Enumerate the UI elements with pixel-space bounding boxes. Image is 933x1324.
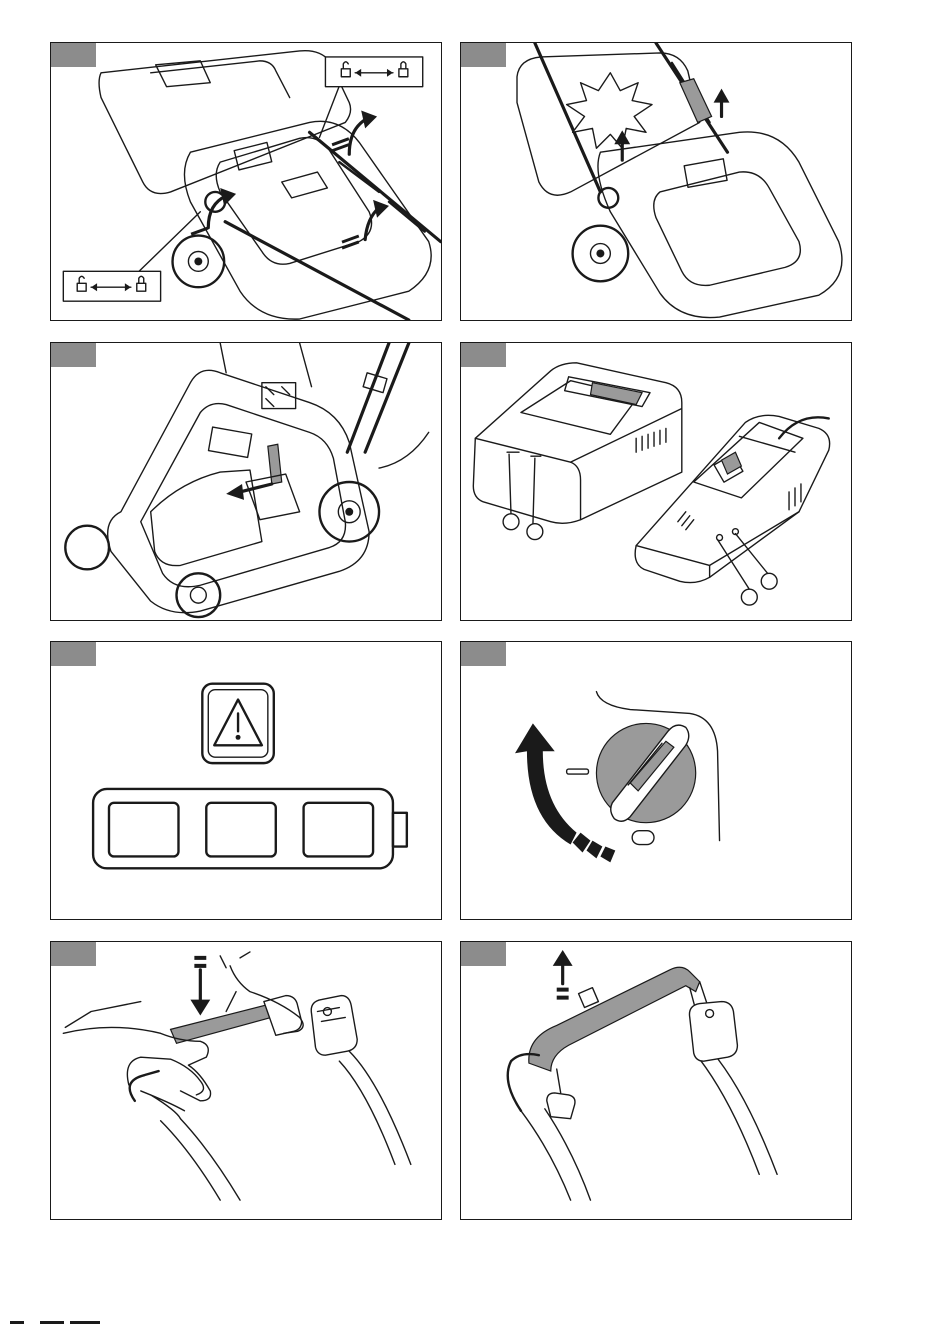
minus-mark	[567, 769, 589, 774]
lawnmower-handle-lock-illustration	[51, 43, 441, 320]
charger-one	[473, 363, 681, 523]
rotary-knob[interactable]	[596, 723, 695, 822]
figure-panel-4	[460, 342, 852, 621]
press-safety-bar-illustration	[51, 942, 441, 1219]
cropped-footer-text	[0, 1318, 140, 1324]
click-star-icon	[567, 73, 652, 148]
indicator-callout	[503, 514, 519, 530]
press-arrow-icon	[190, 956, 210, 1016]
indicator-callout	[761, 573, 777, 589]
figure-panel-3	[50, 342, 442, 621]
warning-triangle-icon	[202, 684, 273, 763]
warning-battery-symbol-illustration	[51, 642, 441, 919]
indicator-callout	[741, 589, 757, 605]
battery-chargers-illustration	[461, 343, 851, 620]
figure-panel-1	[50, 42, 442, 321]
lawnmower-handle-raise-illustration	[461, 43, 851, 320]
lock-callout-top	[325, 57, 422, 87]
lock-callout-bottom	[63, 271, 160, 301]
cutting-height-knob-illustration	[461, 642, 851, 919]
battery-icon	[93, 789, 407, 868]
indicator-callout	[527, 524, 543, 540]
figure-panel-8	[460, 941, 852, 1220]
figure-panel-7	[50, 941, 442, 1220]
figure-panel-6	[460, 641, 852, 920]
lawnmower-insert-battery-illustration	[51, 343, 441, 620]
figure-panel-5	[50, 641, 442, 920]
charger-two	[635, 415, 829, 582]
lift-arrow-icon	[553, 950, 573, 1000]
figure-panel-2	[460, 42, 852, 321]
lift-safety-bar-illustration	[461, 942, 851, 1219]
zero-mark	[632, 831, 654, 845]
